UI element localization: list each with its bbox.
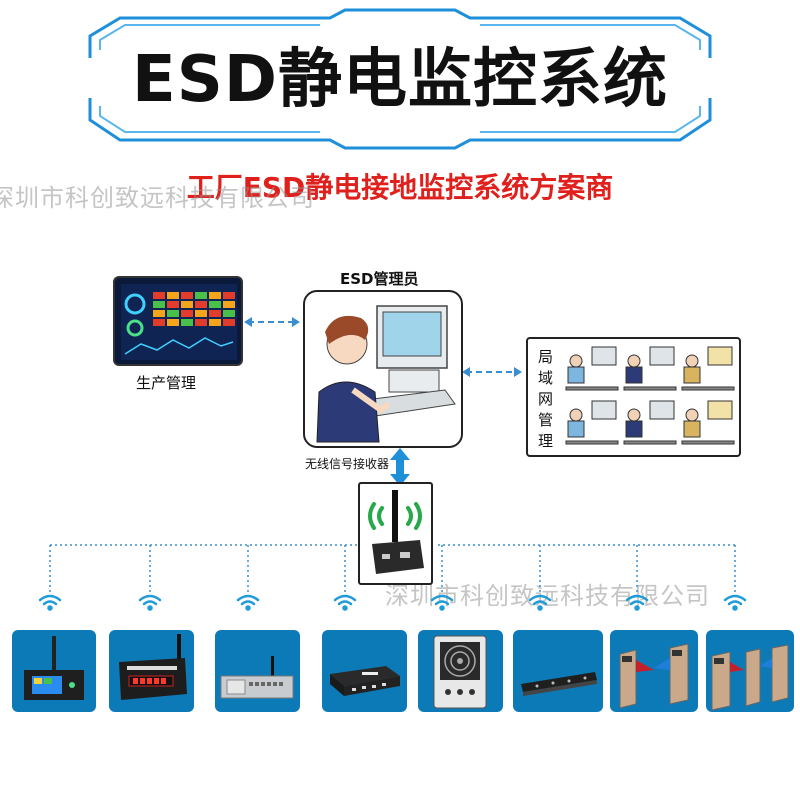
admin-label: ESD管理员 [340, 270, 419, 288]
wifi-icon [723, 594, 747, 611]
wireless-monitor-icon [24, 636, 84, 700]
wireless-monitor-panel-icon [119, 634, 187, 700]
turnstile-gate-icon [711, 644, 789, 711]
device-card [610, 630, 698, 712]
device-card [706, 630, 794, 712]
wifi-icon [38, 594, 62, 611]
receiver-label: 无线信号接收器 [305, 457, 390, 471]
office-workers-icon [565, 346, 735, 445]
wifi-icon [333, 594, 357, 611]
device-card [215, 630, 300, 712]
production-label: 生产管理 [136, 374, 197, 392]
ionizer-fan-icon [433, 635, 487, 709]
lan-label-char: 网 [538, 390, 554, 408]
device-card [109, 630, 194, 712]
wireless-receiver [358, 482, 433, 585]
rack-monitor-icon [220, 656, 294, 699]
grounding-bar-icon [521, 672, 597, 696]
lan-label-char: 管 [538, 411, 554, 429]
dashboard-screen-icon [121, 284, 237, 360]
production-dashboard [113, 276, 243, 366]
device-card [513, 630, 603, 712]
page-title: ESD静电监控系统 [132, 43, 668, 117]
lan-label-char: 理 [538, 432, 554, 450]
wifi-icon [138, 594, 162, 611]
operator-computer-icon [316, 305, 456, 443]
lan-management-panel: 局 域 网 管 理 [526, 337, 741, 457]
wifi-icons [38, 594, 747, 611]
wifi-icon [625, 594, 649, 611]
wifi-icon [430, 594, 454, 611]
lan-label-char: 局 [538, 348, 554, 366]
wifi-icon [528, 594, 552, 611]
wireless-receiver-icon [368, 490, 424, 574]
page-subtitle: 工厂ESD静电接地监控系统方案商 [186, 171, 614, 204]
device-card [418, 630, 503, 712]
lan-label-char: 域 [538, 369, 554, 387]
device-card [322, 630, 407, 712]
admin-workstation [303, 290, 463, 448]
device-card [12, 630, 96, 712]
watermark-top: 深圳市科创致远科技有限公司 [0, 184, 315, 212]
lan-label: 局 域 网 管 理 [538, 347, 556, 452]
turnstile-gate-icon [619, 643, 689, 709]
title-banner [88, 8, 712, 150]
controller-box-icon [330, 666, 400, 696]
wifi-icon [236, 594, 260, 611]
